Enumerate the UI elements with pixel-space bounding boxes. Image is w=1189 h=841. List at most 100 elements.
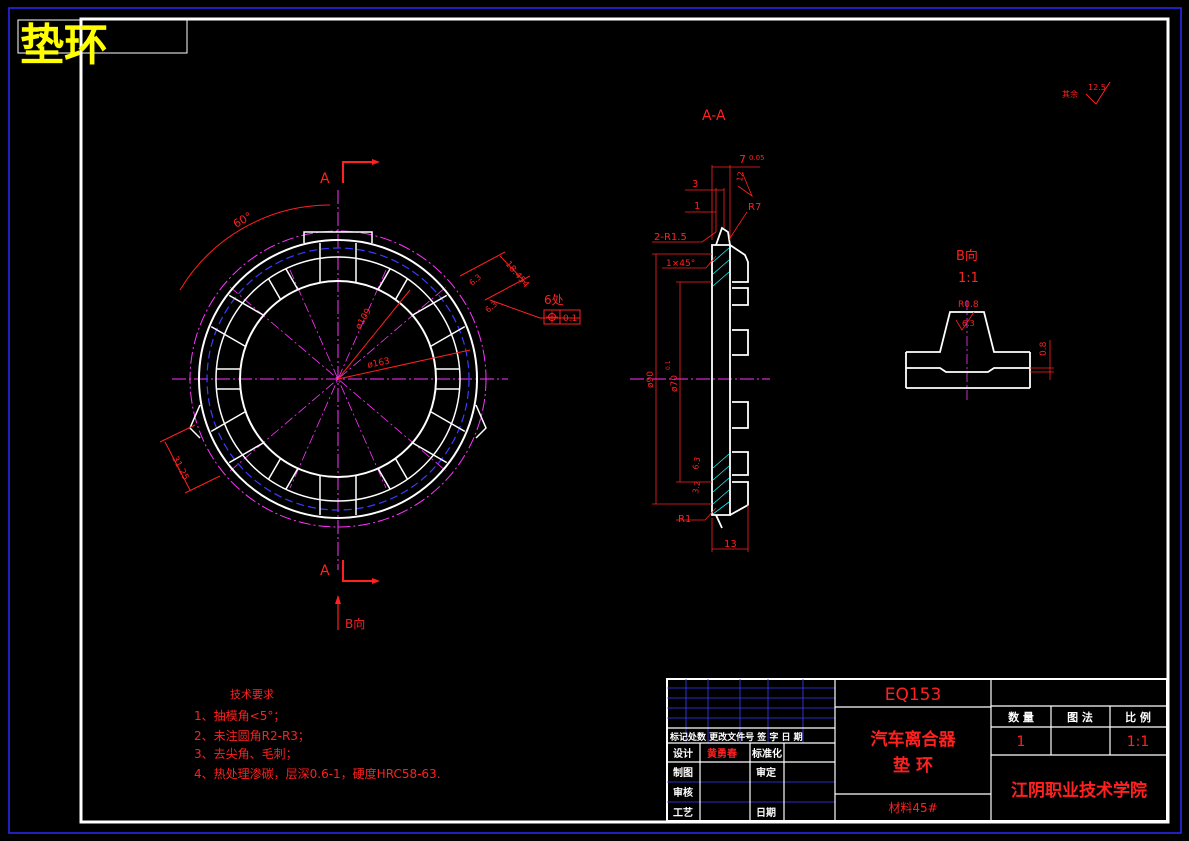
check-label: 审核 (673, 786, 693, 799)
detail-outline (905, 311, 1031, 389)
qty-value: 1 (1017, 734, 1026, 750)
side-ext2 (184, 475, 221, 494)
tolerance-frame (543, 309, 581, 325)
angle-60-label: 60° (231, 210, 254, 231)
dim-line-163 (337, 349, 471, 380)
header-scale: 比 例 (1125, 710, 1151, 724)
part-title-2: 垫 环 (893, 755, 933, 776)
radial-slots (210, 243, 466, 515)
roughness-value: 12.5 (1088, 83, 1106, 92)
header-qty: 数 量 (1008, 710, 1034, 724)
angle-arc (179, 204, 331, 291)
title-block: 标记处数 更改文件号 签 字 日 期 设计 黄勇春 标准化 制图 审定 审核 工… (666, 678, 1168, 822)
roughness-symbol-icon (955, 311, 975, 331)
review-label: 审定 (756, 766, 776, 779)
outer-border (8, 7, 1182, 834)
dim-08: 0.8 (1039, 341, 1049, 356)
draw-label: 制图 (673, 766, 693, 779)
tech-item-2: 2、未注圆角R2-R3； (194, 728, 310, 743)
standard-label: 标准化 (751, 747, 782, 760)
section-hatch (712, 247, 730, 515)
process-label: 工艺 (673, 806, 693, 819)
part-title-1: 汽车离合器 (871, 729, 957, 750)
dim-chamfer: 1×45° (666, 259, 695, 269)
section-arrowhead-top (372, 159, 380, 165)
section-outline (711, 226, 749, 529)
material: 材料45# (888, 801, 937, 815)
designer-name: 黄勇春 (707, 747, 737, 760)
dim-2r15: 2-R1.5 (654, 232, 687, 243)
dim-phi90: ø90 (646, 371, 656, 388)
detail-title: B向 (956, 248, 978, 264)
diag-centerline-1 (229, 286, 447, 472)
leader-2r15 (652, 231, 717, 243)
dim-7: 7 (739, 153, 746, 166)
title-block-frame (666, 678, 1168, 822)
title-block-grid (667, 679, 1167, 821)
outer-tabs (189, 231, 487, 439)
tolerance-value: 0.1 (563, 314, 577, 324)
section-arrow-bottom (342, 560, 372, 582)
pitch-circle-outer (189, 230, 487, 528)
slot-outer-circle (215, 256, 461, 502)
tech-item-4: 4、热处理渗碳，层深0.6-1，硬度HRC58-63. (194, 766, 441, 781)
leader-r7 (729, 211, 748, 239)
section-view: A-A 7 (630, 108, 770, 552)
diag-centerline-4 (289, 269, 387, 489)
date-label: 日期 (756, 806, 776, 819)
tech-item-1: 1、抽模角<5°； (194, 709, 285, 723)
outer-edge (198, 239, 478, 519)
revision-header: 标记处数 更改文件号 签 字 日 期 (669, 731, 803, 743)
header-fig: 图 法 (1067, 710, 1093, 724)
dim-3: 3 (692, 179, 698, 190)
view-b-arrowhead (335, 595, 341, 604)
revision-grid (667, 679, 835, 803)
dim-r08: R0.8 (958, 300, 979, 310)
side-dim-line (164, 441, 191, 491)
drawing-code: EQ153 (885, 685, 942, 705)
dim-r7: R7 (748, 202, 761, 213)
dim-side: 31.25 (169, 455, 190, 482)
section-title: A-A (702, 108, 726, 124)
detail-view: B向 1:1 R0.8 6.3 0.8 (905, 248, 1054, 402)
corner-title-box (17, 19, 188, 54)
dim-r1: R1 (678, 514, 691, 525)
rough-63b: 6.3 (484, 299, 500, 314)
section-arrowhead-bottom (372, 578, 380, 584)
roughness-symbol-icon (1085, 81, 1111, 105)
design-label: 设计 (673, 747, 693, 760)
dim-phi163: ø163 (367, 356, 391, 370)
dim-phi109: ø109 (354, 307, 374, 332)
dim-18-ext1 (459, 251, 506, 277)
dim-18-line (499, 255, 526, 283)
section-mark-bottom: A (320, 563, 330, 579)
roughness-symbol-icon (737, 171, 753, 198)
tech-requirements: 技术要求 1、抽模角<5°； 2、未注圆角R2-R3； 3、去尖角、毛刺； 4、… (194, 688, 441, 781)
tech-item-3: 3、去尖角、毛刺； (194, 747, 298, 761)
dim-phi70-tol: 0.1 (665, 360, 672, 370)
section-mark-top: A (320, 171, 330, 187)
dim-1: 1 (694, 201, 700, 212)
rough-63-section: 6.3 (691, 456, 702, 470)
side-ext1 (159, 424, 196, 443)
rough-32-section: 3.2 (691, 480, 702, 494)
dim-phi70: ø70 (670, 375, 680, 392)
hidden-circle (206, 247, 470, 511)
dim-6places: 6处 (544, 293, 564, 307)
scale-value: 1:1 (1127, 734, 1150, 750)
corner-title: 垫环 (20, 20, 108, 71)
inner-bore (239, 280, 437, 478)
leader-r1 (676, 507, 717, 521)
diag-centerline-3 (289, 269, 387, 489)
leader-chamfer (662, 255, 717, 269)
tech-heading: 技术要求 (230, 688, 274, 701)
rough-12: 12 (735, 171, 746, 183)
front-view: 60° ø109 ø163 18.454 6.3 6.3 6处 0.1 31.2… (159, 159, 581, 631)
view-b-label: B向 (345, 616, 365, 631)
dim-7-tol: 0.05 (749, 154, 765, 162)
dim-18: 18.454 (503, 260, 531, 291)
dim-line-109 (337, 289, 411, 380)
rough-63-detail: 6.3 (962, 319, 975, 328)
leader-6places (489, 299, 580, 319)
institution: 江阴职业技术学院 (1011, 780, 1147, 801)
